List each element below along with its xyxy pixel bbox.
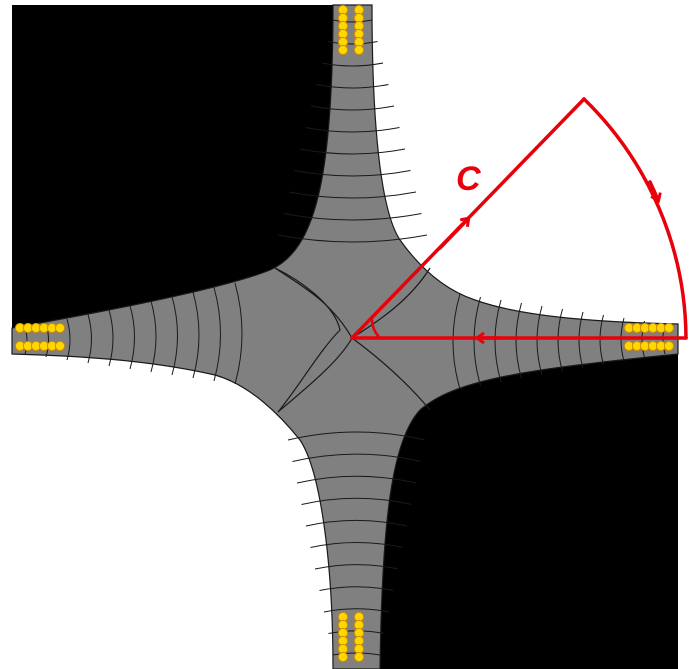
- contour-c: [350, 97, 688, 340]
- mesh-line-top: [305, 127, 400, 133]
- mesh-line-left: [192, 291, 200, 379]
- mesh-line-bottom: [287, 431, 426, 441]
- upper-left-black-region: [12, 5, 333, 328]
- electrode-nodes: [14, 4, 675, 663]
- contour-arc-segment: [582, 97, 688, 340]
- mesh-lines: [24, 19, 666, 656]
- mesh-line-bottom: [323, 608, 390, 613]
- electrode-node: [353, 651, 365, 663]
- mesh-line-bottom: [319, 586, 394, 591]
- lower-right-black-region: [380, 354, 678, 669]
- mesh-line-right: [515, 302, 522, 379]
- mesh-line-left: [87, 314, 92, 364]
- electrode-node: [337, 44, 349, 56]
- contour-small-arc-at-origin: [370, 318, 382, 340]
- mesh-line-right: [473, 296, 481, 386]
- mesh-line-left: [150, 300, 157, 373]
- mesh-line-left: [108, 309, 114, 367]
- electrode-node: [663, 322, 675, 334]
- mesh-line-top: [321, 62, 384, 67]
- mesh-line-right: [536, 305, 543, 376]
- mesh-line-top: [277, 234, 428, 243]
- mesh-line-left: [129, 305, 135, 370]
- mesh-line-top: [327, 41, 378, 45]
- electrode-node: [54, 322, 66, 334]
- mesh-line-bottom: [314, 564, 399, 570]
- contour-arrow-arc: [648, 180, 658, 200]
- electrode-node: [54, 340, 66, 352]
- contour-label: C: [456, 160, 481, 198]
- mesh-line-top: [332, 19, 373, 23]
- mesh-line-right: [494, 299, 502, 383]
- electrode-node: [663, 340, 675, 352]
- mesh-line-top: [294, 170, 411, 177]
- mesh-line-top: [310, 105, 395, 111]
- mesh-line-left: [213, 287, 221, 382]
- electrode-node: [337, 651, 349, 663]
- mesh-line-bottom: [301, 497, 412, 505]
- mesh-line-left: [171, 296, 178, 376]
- mesh-line-right: [578, 311, 584, 369]
- mesh-line-top: [316, 84, 389, 89]
- center-diamond-outline: [274, 267, 341, 413]
- mesh-line-bottom: [305, 519, 408, 527]
- mesh-line-bottom: [310, 542, 403, 548]
- mesh-line-left: [234, 282, 243, 385]
- mesh-line-left: [66, 318, 71, 361]
- electrode-node: [353, 44, 365, 56]
- mesh-line-right: [557, 308, 563, 372]
- mesh-line-top: [283, 213, 422, 221]
- mesh-line-top: [299, 148, 406, 155]
- mesh-line-bottom: [296, 475, 417, 484]
- cross-mesh-body: [11, 4, 679, 669]
- mesh-line-right: [452, 293, 461, 390]
- mesh-line-bottom: [292, 453, 421, 462]
- contour-arrow-diagonal: [438, 219, 468, 250]
- mesh-line-top: [288, 191, 417, 199]
